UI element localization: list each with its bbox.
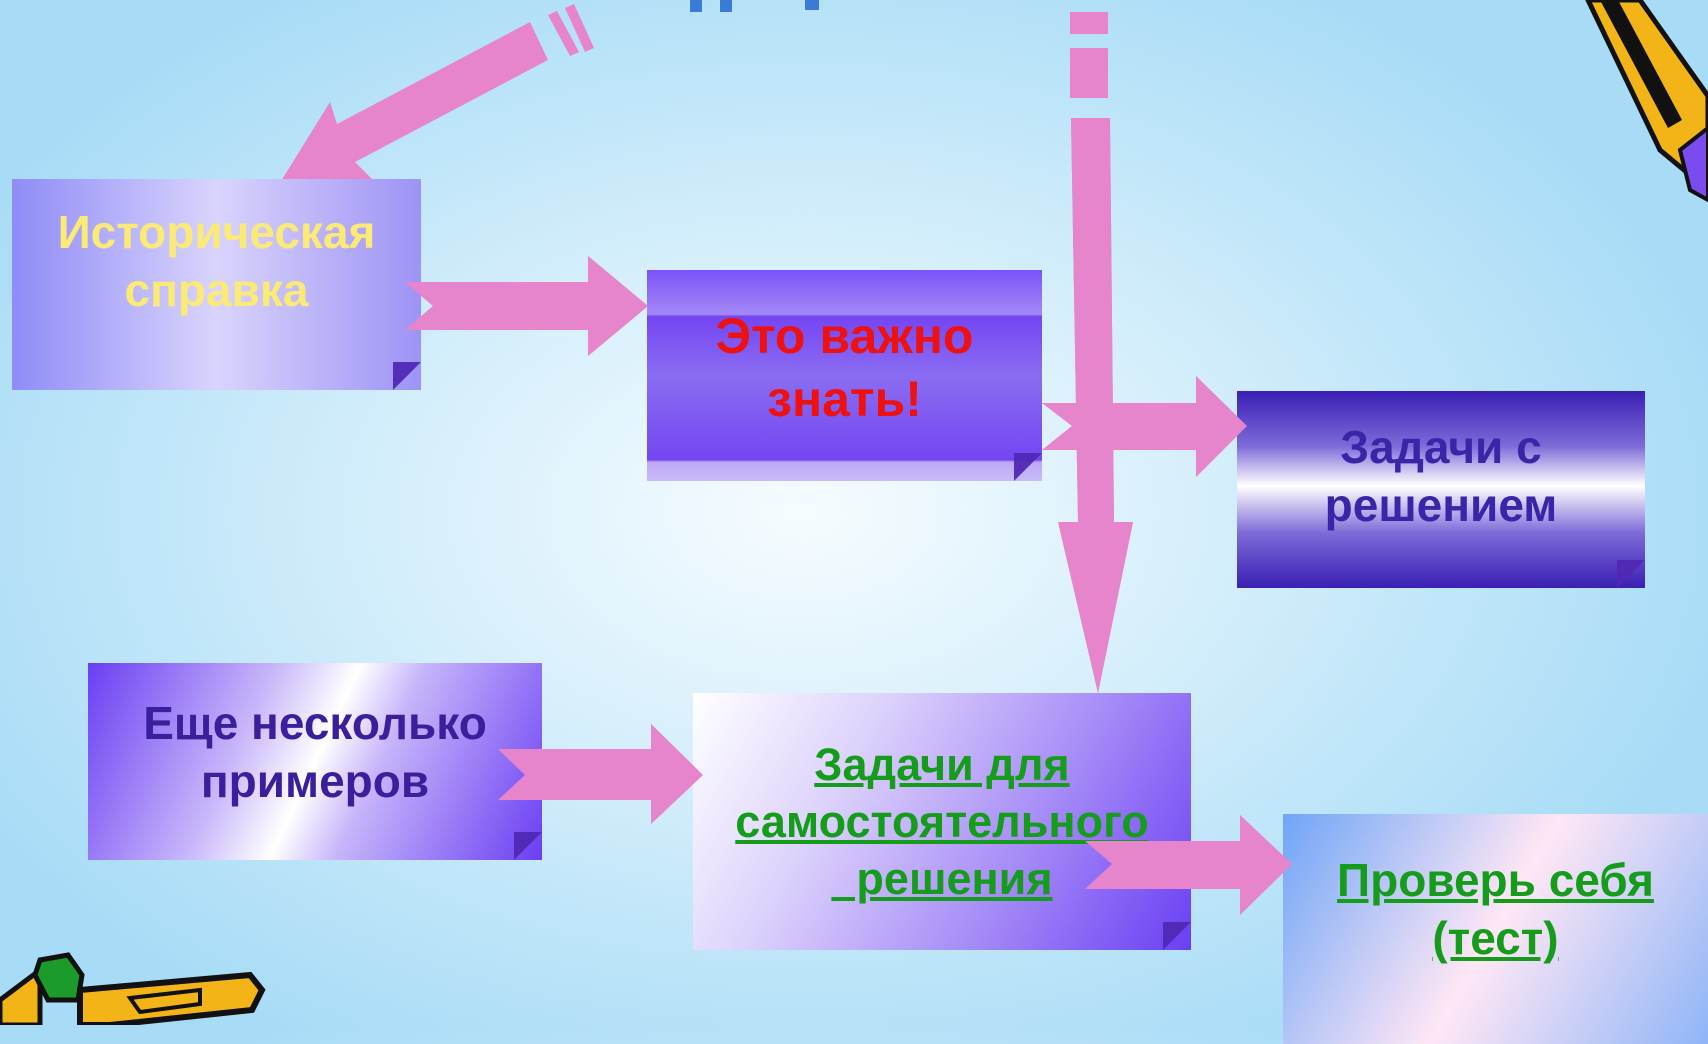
box-more-examples-label: Еще несколько примеров [143,694,487,810]
arrow-history-to-important [405,256,648,356]
label-line: справка [124,263,309,316]
box-more-examples[interactable]: Еще несколько примеров [88,663,542,860]
label-line: Проверь себя [1337,854,1654,906]
label-line: решением [1324,478,1558,531]
title-fragment [690,0,819,12]
box-important-to-know[interactable]: Это важно знать! [647,270,1042,481]
box-solved-problems-label: Задачи с решением [1325,418,1558,534]
box-historical-note-label: Историческая справка [58,203,376,319]
page-fold [1617,560,1645,588]
label-line: решения [831,853,1053,904]
label-line: Задачи для [814,739,1070,790]
box-self-study-label: Задачи для самостоятельного решения [735,736,1148,907]
box-self-check-test-label: Проверь себя (тест) [1337,851,1654,967]
label-line: знать! [767,370,922,427]
arrow-top-to-self [1058,12,1133,693]
box-important-to-know-label: Это важно знать! [716,305,974,431]
box-historical-note[interactable]: Историческая справка [12,179,421,390]
page-fold [514,832,542,860]
label-line: Историческая [57,205,376,258]
label-line: Это важно [715,307,974,364]
arrow-to-history [278,4,594,192]
box-self-check-test-link[interactable]: Проверь себя (тест) [1283,814,1708,1044]
label-line: примеров [200,754,430,807]
label-line: Еще несколько [143,696,487,749]
arrow-important-to-solved [1042,376,1247,477]
box-self-study-link[interactable]: Задачи для самостоятельного решения [693,693,1191,950]
page-fold [1014,453,1042,481]
label-line: самостоятельного [735,796,1149,847]
page-fold [1163,922,1191,950]
label-line: (тест) [1432,912,1559,964]
label-line: Задачи с [1340,420,1542,473]
page-fold [393,362,421,390]
box-solved-problems[interactable]: Задачи с решением [1237,391,1645,588]
